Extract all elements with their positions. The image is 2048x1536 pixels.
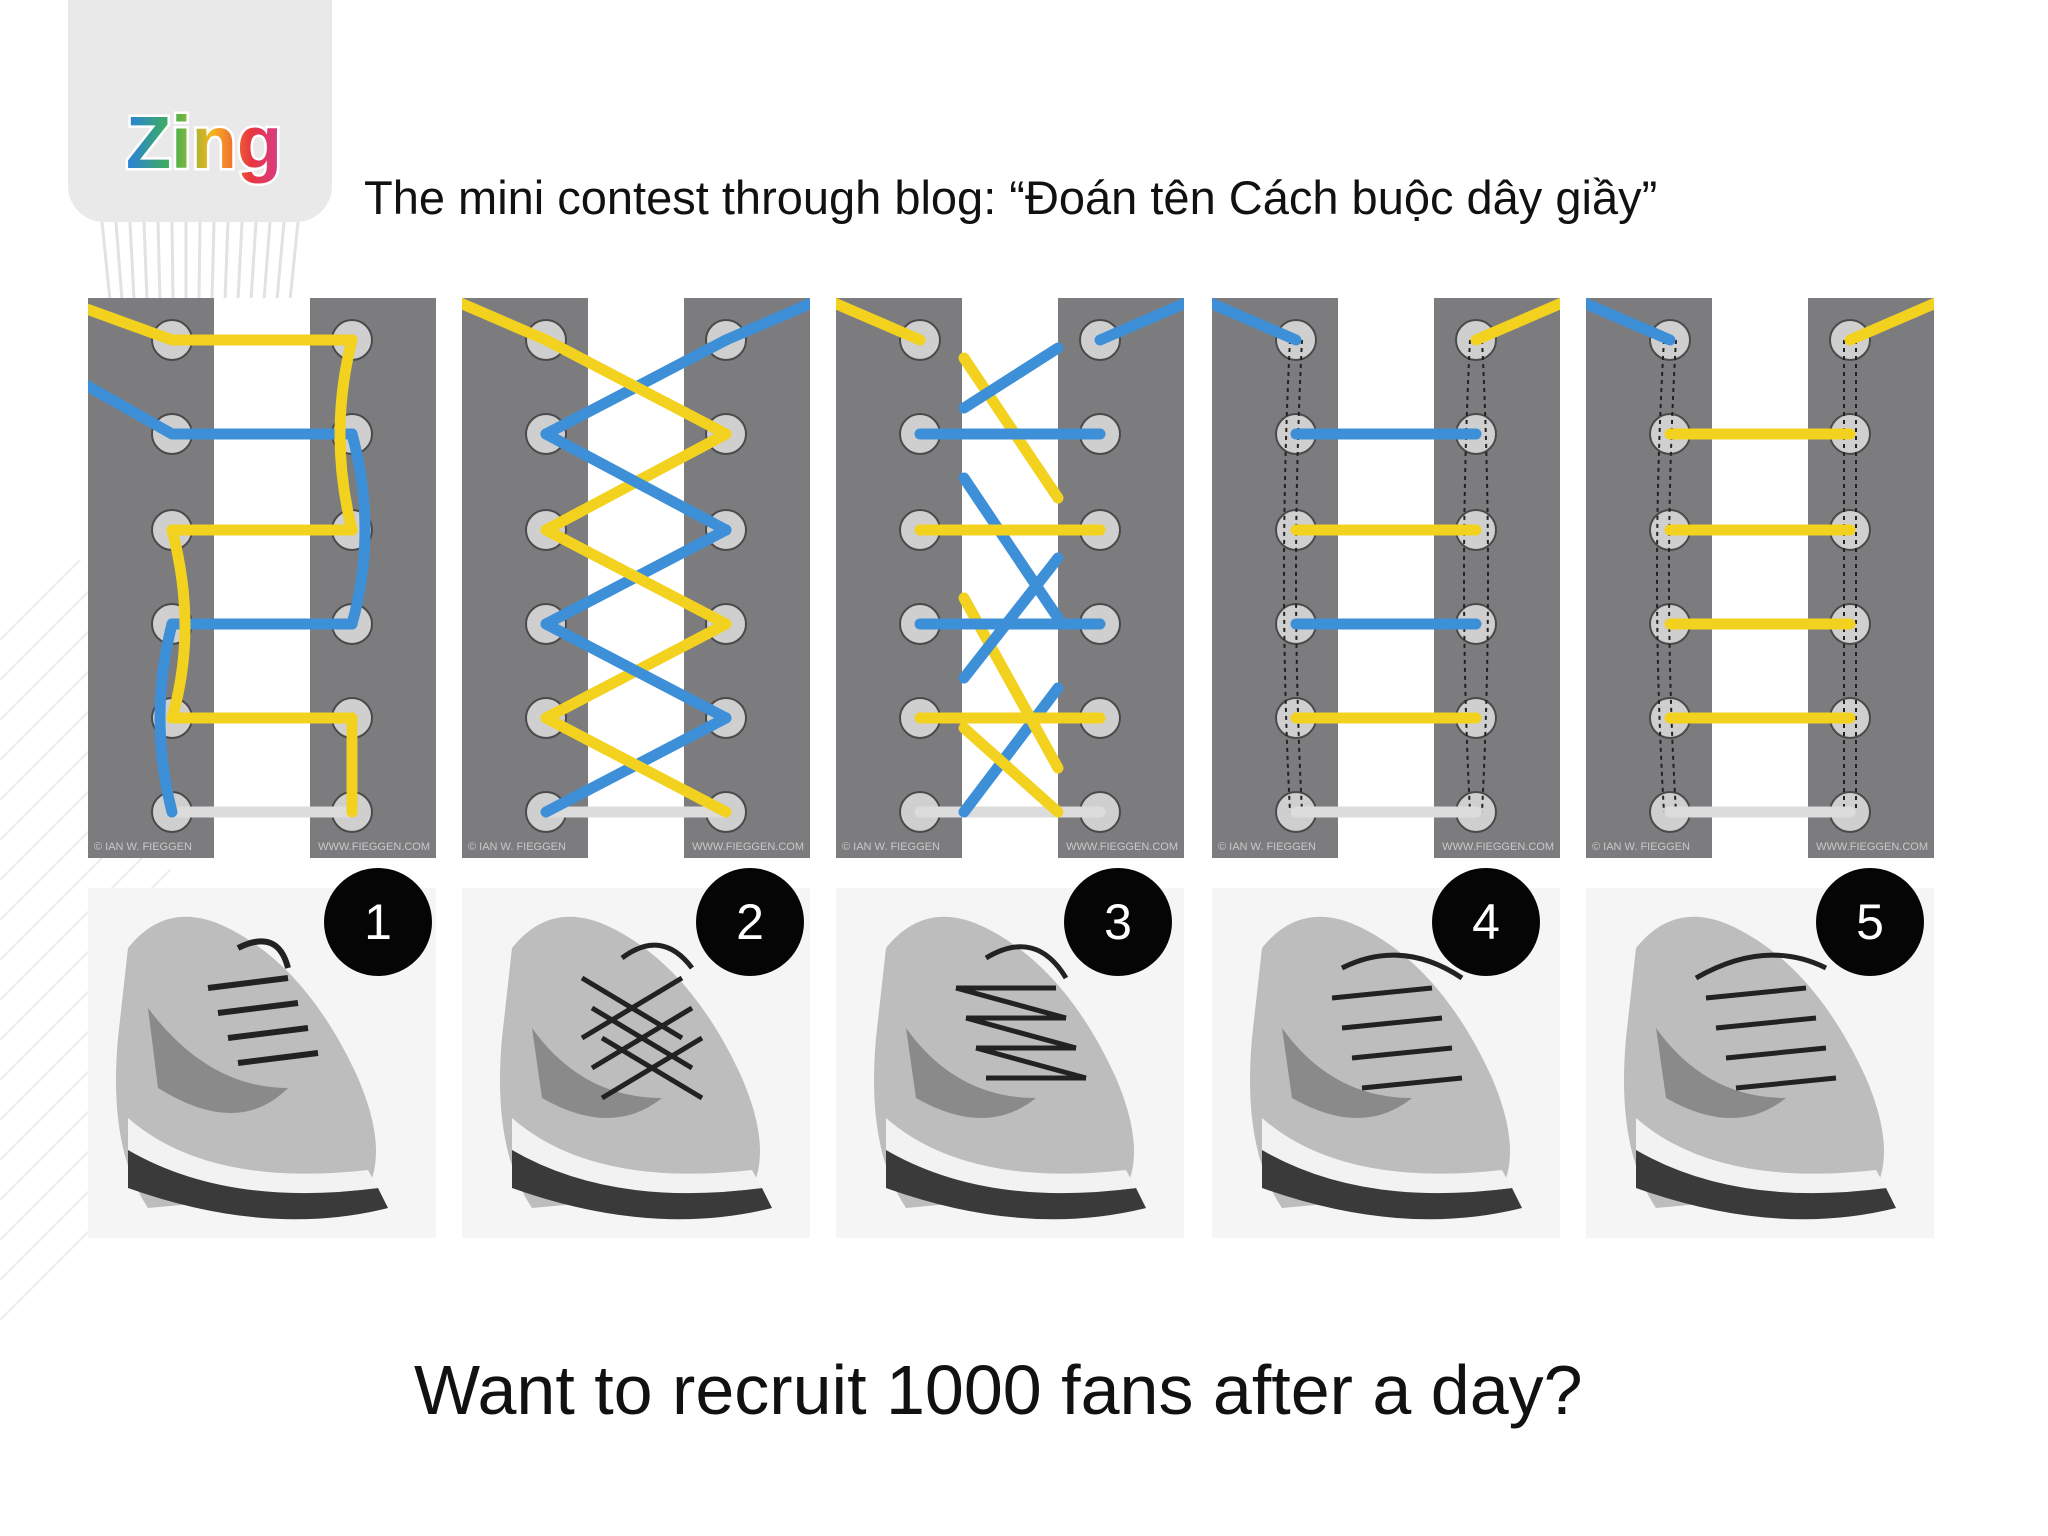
credit-right-3: WWW.FIEGGEN.COM — [1066, 841, 1178, 853]
lacing-diagram-5: © IAN W. FIEGGEN WWW.FIEGGEN.COM — [1586, 298, 1934, 858]
number-badge-5: 5 — [1816, 868, 1924, 976]
zing-logo: Zing — [123, 99, 284, 187]
lacing-diagram-3-svg: © IAN W. FIEGGEN WWW.FIEGGEN.COM — [836, 298, 1184, 858]
credit-right-1: WWW.FIEGGEN.COM — [318, 841, 430, 853]
shoe-photo-2-svg — [462, 888, 810, 1238]
number-badge-1: 1 — [324, 868, 432, 976]
lacing-diagram-2: © IAN W. FIEGGEN WWW.FIEGGEN.COM — [462, 298, 810, 858]
lacing-diagram-4: © IAN W. FIEGGEN WWW.FIEGGEN.COM — [1212, 298, 1560, 858]
credit-right-4: WWW.FIEGGEN.COM — [1442, 841, 1554, 853]
recruit-question: Want to recruit 1000 fans after a day? — [414, 1351, 1583, 1429]
credit-left-5: © IAN W. FIEGGEN — [1592, 841, 1690, 853]
shoe-photo-2 — [462, 888, 810, 1238]
lacing-diagram-2-svg: © IAN W. FIEGGEN WWW.FIEGGEN.COM — [462, 298, 810, 858]
credit-right-5: WWW.FIEGGEN.COM — [1816, 841, 1928, 853]
lacing-diagram-1: © IAN W. FIEGGEN WWW.FIEGGEN.COM — [88, 298, 436, 858]
number-badge-2: 2 — [696, 868, 804, 976]
lacing-diagram-4-svg: © IAN W. FIEGGEN WWW.FIEGGEN.COM — [1212, 298, 1560, 858]
logo-tab-fringe — [100, 222, 300, 301]
number-badge-3: 3 — [1064, 868, 1172, 976]
lacing-diagram-1-svg: © IAN W. FIEGGEN WWW.FIEGGEN.COM — [88, 298, 436, 858]
credit-left-2: © IAN W. FIEGGEN — [468, 841, 566, 853]
lacing-diagram-5-svg: © IAN W. FIEGGEN WWW.FIEGGEN.COM — [1586, 298, 1934, 858]
logo-tab — [68, 0, 332, 222]
credit-left-1: © IAN W. FIEGGEN — [94, 841, 192, 853]
number-badge-4: 4 — [1432, 868, 1540, 976]
zing-logo-text: Zing — [126, 101, 282, 184]
credit-right-2: WWW.FIEGGEN.COM — [692, 841, 804, 853]
contest-title: The mini contest through blog: “Đoán tên… — [364, 171, 1658, 224]
credit-left-4: © IAN W. FIEGGEN — [1218, 841, 1316, 853]
credit-left-3: © IAN W. FIEGGEN — [842, 841, 940, 853]
lacing-diagram-3: © IAN W. FIEGGEN WWW.FIEGGEN.COM — [836, 298, 1184, 858]
